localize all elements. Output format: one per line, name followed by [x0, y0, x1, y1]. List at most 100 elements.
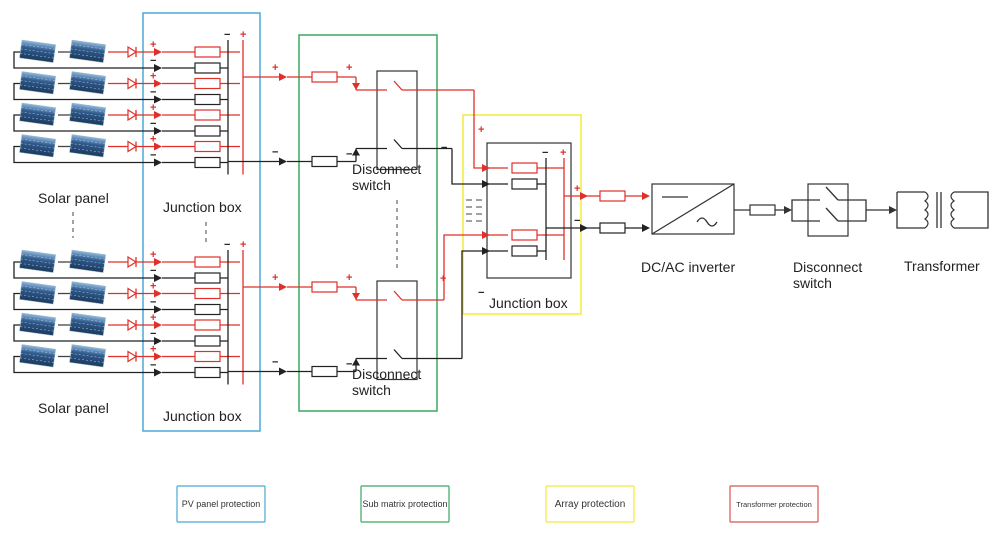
fuse-icon	[194, 303, 221, 316]
minus-sign: −	[542, 147, 548, 159]
minus-sign: −	[150, 55, 156, 67]
inverter-diagonal	[651, 183, 735, 235]
solar-panel-grid	[70, 80, 105, 86]
plus-sign: +	[346, 272, 352, 284]
solar-panel-icon	[69, 249, 106, 273]
arrow-icon	[154, 258, 162, 266]
solar-panel-grid	[71, 317, 106, 323]
ac-wire	[791, 199, 820, 210]
arrow-icon	[352, 83, 360, 90]
transformer-icon	[896, 191, 989, 229]
solar-panel-grid	[21, 348, 56, 354]
solar-panel-grid	[20, 357, 54, 363]
solar-panel-icon	[19, 312, 56, 336]
solar-panel-grid	[70, 357, 104, 363]
fuse-icon	[311, 365, 338, 378]
inverter-label: DC/AC inverter	[641, 259, 735, 275]
diode-icon	[127, 350, 138, 363]
negative-wire	[461, 250, 508, 359]
pv-panel-protection-zone	[142, 12, 261, 432]
ac-section	[651, 183, 989, 237]
minus-sign: −	[346, 359, 352, 371]
plus-sign: +	[150, 344, 156, 356]
arrow-icon	[482, 231, 490, 239]
solar-panel-icon	[69, 71, 106, 95]
disconnect-switch-icon	[376, 70, 418, 171]
solar-panel-grid	[20, 290, 55, 296]
arrow-icon	[279, 73, 287, 81]
plus-sign: +	[574, 183, 580, 195]
fuse-icon	[194, 366, 221, 379]
minus-sign: −	[150, 118, 156, 130]
solar-panel-grid	[70, 290, 105, 296]
minus-sign: −	[150, 265, 156, 277]
fuse-icon	[311, 281, 338, 293]
solar-panel-icon	[19, 71, 56, 95]
fuse-icon	[599, 222, 626, 234]
plus-sign: +	[440, 273, 446, 285]
plus-sign: +	[346, 62, 352, 74]
solar-panel-grid	[20, 143, 55, 149]
switch-blade	[825, 207, 839, 222]
disconnect-switch-label-bottom-1: Disconnect	[352, 366, 421, 382]
fuse-icon	[749, 204, 776, 216]
ac-disconnect-switch-label-1: Disconnect	[793, 259, 862, 275]
minus-sign: −	[150, 328, 156, 340]
fuse-icon	[194, 256, 221, 268]
arrow-icon	[154, 111, 162, 119]
solar-panel-grid	[71, 138, 106, 144]
pv-string-group-top: +−+−+−+−−+	[13, 29, 246, 175]
minus-sign: −	[150, 150, 156, 162]
switch-blade	[825, 186, 839, 201]
fuse-icon	[511, 229, 538, 241]
arrow-icon	[154, 305, 162, 314]
plus-sign: +	[272, 62, 278, 74]
fuse-icon	[194, 46, 221, 58]
minus-sign: −	[224, 239, 230, 251]
diode-icon	[127, 318, 138, 332]
plus-sign: +	[150, 249, 156, 261]
disconnect-switch-label-top-2: switch	[352, 177, 391, 193]
solar-panel-icon	[69, 134, 106, 158]
solar-panel-grid	[20, 84, 54, 90]
solar-panel-grid	[70, 48, 105, 54]
solar-panel-grid	[71, 285, 106, 291]
solar-panel-grid	[21, 138, 56, 144]
switch-blade	[393, 139, 403, 149]
solar-panel-icon	[69, 39, 106, 63]
fuse-icon	[194, 93, 221, 106]
pv-string: +−	[13, 39, 240, 74]
solar-panel-grid	[21, 317, 56, 323]
plus-sign: +	[240, 29, 246, 41]
plus-sign: +	[150, 39, 156, 51]
solar-panel-icon	[19, 39, 56, 63]
negative-wire	[13, 82, 160, 101]
sub-matrix-protection-zone	[298, 34, 438, 412]
fuse-icon	[311, 71, 338, 83]
minus-sign: −	[574, 215, 580, 227]
array-protection-zone	[462, 114, 582, 315]
ac-disconnect-switch-label-2: switch	[793, 275, 832, 291]
transformer-winding	[954, 191, 989, 229]
solar-panel-grid	[21, 44, 56, 50]
pv-string-group-bottom: +−+−+−+−−+	[13, 239, 246, 385]
solar-panel-icon	[69, 344, 106, 368]
arrow-icon	[154, 368, 162, 377]
solar-panel-grid	[70, 147, 104, 153]
arrow-icon	[154, 64, 162, 72]
solar-panel-grid	[70, 84, 104, 90]
minus-sign: −	[272, 357, 278, 369]
fuse-icon	[194, 140, 221, 153]
arrow-icon	[279, 367, 287, 376]
junction-box-label-top: Junction box	[163, 199, 242, 215]
solar-panel-grid	[20, 353, 55, 359]
plus-sign: +	[150, 312, 156, 324]
fuse-icon	[311, 155, 338, 168]
continuation-dashes-array	[466, 199, 482, 222]
arrow-icon	[580, 192, 588, 200]
legend: PV panel protection Sub matrix protectio…	[176, 485, 819, 523]
minus-sign: −	[224, 29, 230, 41]
arrow-icon	[154, 158, 162, 167]
arrow-icon	[154, 289, 162, 298]
arrow-icon	[352, 358, 360, 366]
